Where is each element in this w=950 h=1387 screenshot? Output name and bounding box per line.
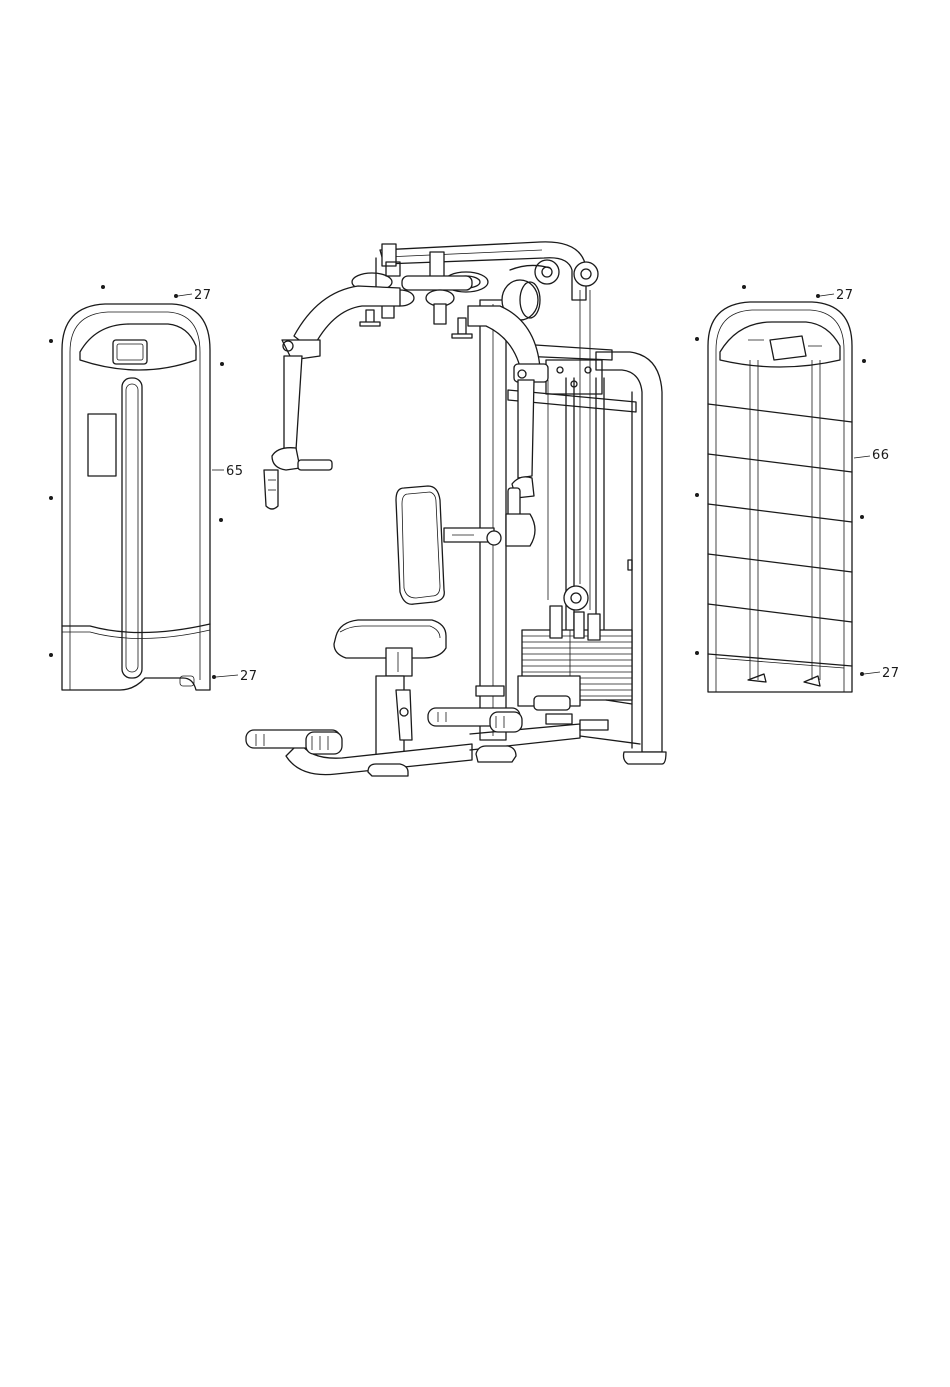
right-shroud-panel [708,302,852,692]
callout-27-left-bottom: 27 [240,669,258,684]
left-shroud-panel [62,304,210,690]
callout-27-left-top: 27 [194,288,212,303]
callout-65: 65 [226,464,244,479]
callout-27-right-top: 27 [836,288,854,303]
callout-66: 66 [872,448,890,463]
callout-27-right-bottom: 27 [882,666,900,681]
pec-fly-machine [246,242,666,776]
weight-stack [518,586,632,706]
